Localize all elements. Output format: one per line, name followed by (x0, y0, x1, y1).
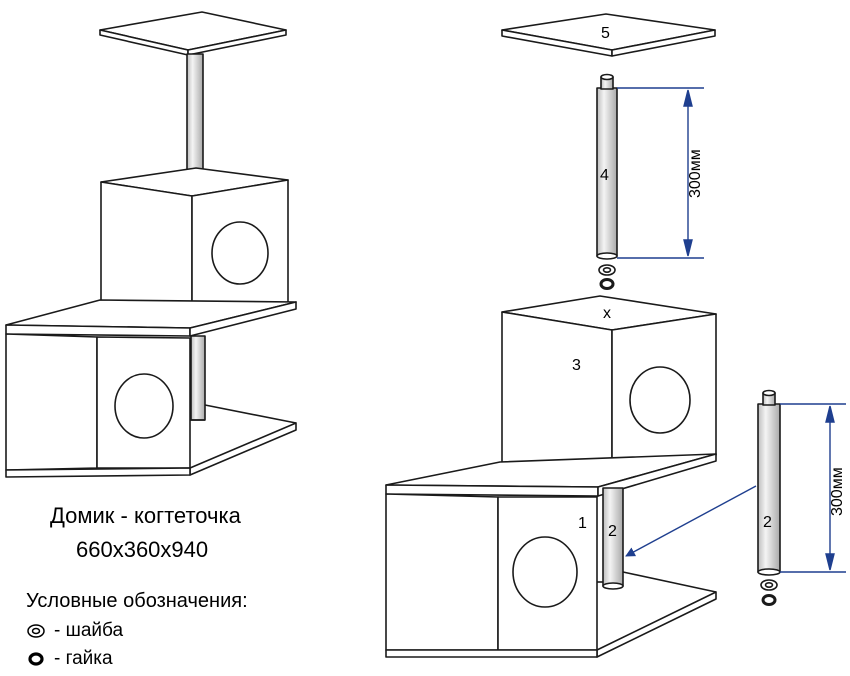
nut-icon (28, 652, 44, 666)
washer-icon (27, 624, 45, 638)
label-part-1: 1 (578, 515, 587, 532)
legend-washer-label: - шайба (54, 620, 124, 641)
measure-top-post: 300мм (687, 149, 704, 198)
part-5-shelf (501, 13, 716, 57)
assembled-top-shelf (99, 11, 287, 56)
assembled-upper-cube-hole (211, 221, 269, 285)
exploded-bottom-house (385, 487, 624, 651)
assembled-base (5, 404, 297, 478)
part-4-post (596, 73, 618, 290)
assembled-bottom-house-hole (114, 373, 174, 439)
legend-title: Условные обозначения: (26, 590, 248, 612)
label-part-3: 3 (572, 357, 581, 374)
part-3-cube (501, 295, 717, 479)
part-2-post (757, 389, 781, 606)
label-part-2-side: 2 (763, 514, 772, 531)
label-part-4: 4 (600, 167, 609, 184)
exploded-bottom-house-hole (512, 536, 578, 608)
part-2-nut (761, 594, 777, 606)
part-4-nut (599, 278, 615, 290)
insert-arrow (625, 485, 757, 557)
part-3-cube-hole (629, 366, 691, 434)
assembled-top-post (186, 53, 204, 183)
assembled-bottom-house (5, 333, 206, 471)
exploded-middle-shelf (385, 453, 717, 497)
dimension-side-post (780, 403, 846, 573)
exploded-view (385, 13, 781, 658)
caption-title: Домик - когтеточка (50, 503, 241, 528)
dimension-top-post (617, 87, 704, 259)
assembled-upper-cube (100, 167, 289, 326)
measure-side-post: 300мм (829, 467, 846, 516)
label-part-5: 5 (601, 25, 610, 42)
assembled-inner-post (190, 335, 206, 421)
label-part-x: x (603, 305, 611, 322)
exploded-base (385, 571, 717, 658)
assembled-view (5, 11, 297, 478)
legend-washer: - шайба (26, 620, 123, 642)
label-part-2-inner: 2 (608, 523, 617, 540)
legend-nut: - гайка (26, 648, 113, 670)
assembled-middle-shelf (5, 299, 297, 337)
legend-nut-label: - гайка (54, 648, 113, 669)
caption-dimensions: 660х360х940 (76, 537, 209, 562)
